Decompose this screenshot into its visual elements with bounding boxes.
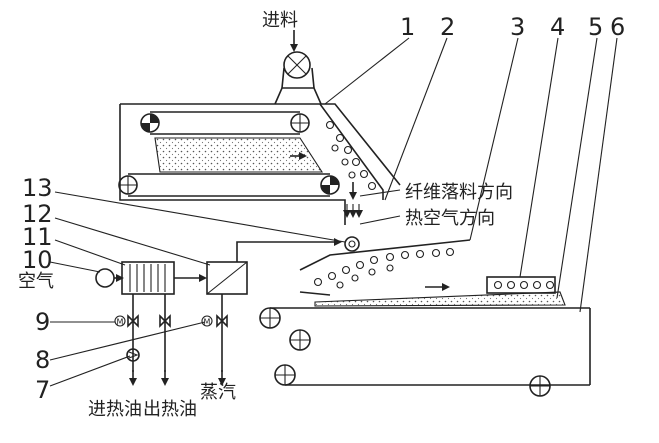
label-air: 空气 [18,271,54,292]
falling-fibers [325,120,377,191]
lower-conveyor [118,137,340,197]
air-system [95,238,342,295]
label-oil-out: 出热油 [143,399,197,420]
part-number-12: 12 [22,200,53,228]
inner-conveyor [140,111,310,135]
part-number-3: 3 [510,13,525,41]
part-number-2: 2 [440,13,455,41]
part-number-11: 11 [22,223,53,251]
label-oil-in: 进热油 [88,399,142,420]
part-number-7: 7 [35,376,50,404]
label-steam: 蒸汽 [200,382,236,403]
main-conveyor [259,276,591,397]
feed-inlet [274,30,322,105]
flow-arrows [343,182,363,218]
part-number-10: 10 [22,246,53,274]
fiber-spread [299,239,471,296]
label-hot-air-direction: 热空气方向 [405,208,495,229]
label-feed-in: 进料 [262,10,298,31]
part-number-8: 8 [35,346,50,374]
part-number-4: 4 [550,13,565,41]
part-number-9: 9 [35,308,50,336]
valve-symbol-2: M [204,318,211,327]
label-fiber-fall-direction: 纤维落料方向 [405,182,513,203]
part-number-6: 6 [610,13,625,41]
part-number-13: 13 [22,174,53,202]
part-number-5: 5 [588,13,603,41]
valve-symbol-1: M [117,318,124,327]
piping: M M [114,294,228,386]
leader-lines [49,37,618,387]
part-number-1: 1 [400,13,415,41]
hot-air-fan [344,236,360,252]
